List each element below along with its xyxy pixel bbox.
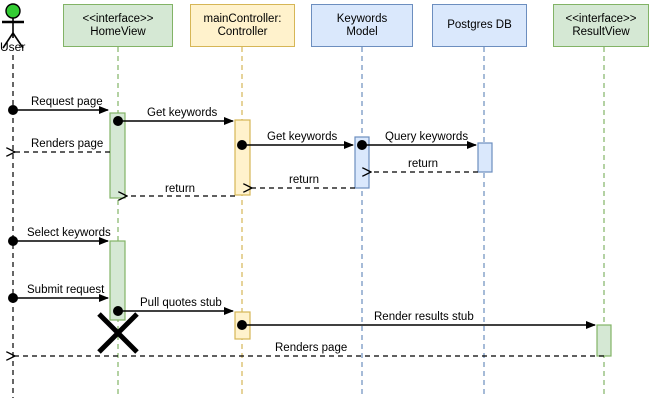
- activation-bars-group: [109, 112, 612, 357]
- message-query-keywords: [357, 140, 477, 150]
- message-get-keywords-2: [237, 140, 354, 150]
- message-label-return-model: return: [289, 174, 320, 186]
- participant-resultview-stereotype: <<interface>>: [565, 12, 637, 25]
- message-select-keywords: [8, 236, 109, 246]
- message-label-renders-page-1: Renders page: [31, 138, 104, 150]
- participant-maincontroller[interactable]: mainController: Controller: [190, 4, 295, 47]
- actor-figure: [2, 3, 24, 49]
- message-pull-quotes-stub: [113, 306, 234, 316]
- message-label-query-keywords: Query keywords: [385, 131, 469, 143]
- message-label-renders-page-2: Renders page: [275, 342, 348, 354]
- message-render-results-stub: [237, 320, 596, 330]
- activation-homeview-1: [109, 112, 126, 199]
- message-label-request-page: Request page: [31, 96, 103, 108]
- message-label-return-db: return: [408, 158, 439, 170]
- participant-keywordsmodel-line2: Model: [346, 25, 378, 38]
- destruction-x-icon: [97, 312, 139, 354]
- activation-homeview-2: [109, 240, 126, 321]
- messages-group: [8, 105, 604, 356]
- participant-homeview-name: HomeView: [90, 25, 146, 38]
- message-label-get-keywords-2: Get keywords: [267, 131, 338, 143]
- message-label-select-keywords: Select keywords: [27, 227, 111, 239]
- message-label-render-results-stub: Render results stub: [374, 311, 474, 323]
- participant-postgresdb[interactable]: Postgres DB: [432, 4, 527, 47]
- activation-postgresdb-1: [477, 142, 493, 173]
- message-get-keywords-1: [113, 116, 234, 126]
- participant-keywordsmodel[interactable]: Keywords Model: [311, 4, 413, 47]
- activation-maincontroller-1: [234, 119, 251, 196]
- actor-label-user: User: [0, 40, 26, 54]
- participant-maincontroller-class: Controller: [217, 25, 268, 38]
- participant-resultview-name: ResultView: [572, 25, 630, 38]
- participant-homeview-stereotype: <<interface>>: [82, 12, 154, 25]
- participant-homeview[interactable]: <<interface>> HomeView: [63, 4, 173, 47]
- message-submit-request: [8, 293, 109, 303]
- message-label-pull-quotes-stub: Pull quotes stub: [140, 297, 222, 309]
- participant-maincontroller-instance: mainController:: [203, 12, 282, 25]
- message-label-return-controller: return: [165, 183, 196, 195]
- activation-resultview-1: [596, 324, 612, 357]
- participant-postgresdb-name: Postgres DB: [447, 19, 512, 31]
- message-label-get-keywords-1: Get keywords: [147, 107, 218, 119]
- message-label-submit-request: Submit request: [27, 284, 105, 296]
- participant-keywordsmodel-line1: Keywords: [336, 12, 388, 25]
- message-request-page: [8, 105, 109, 115]
- participant-resultview[interactable]: <<interface>> ResultView: [553, 4, 649, 47]
